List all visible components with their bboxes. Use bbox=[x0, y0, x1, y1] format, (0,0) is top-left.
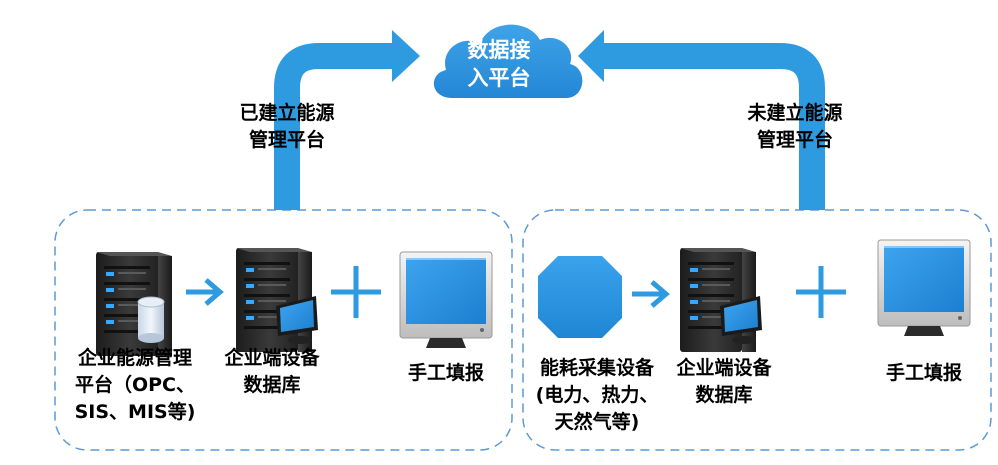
platform-label-line2: 平台（OPC、 bbox=[74, 374, 196, 396]
plus-icon bbox=[331, 266, 381, 318]
left-upload-arrow bbox=[274, 43, 392, 210]
right-db-label-line2: 数据库 bbox=[695, 384, 753, 406]
octagon-device-icon bbox=[538, 256, 622, 338]
collector-label-line1: 能耗采集设备 bbox=[539, 357, 654, 379]
left-arrow-label: 已建立能源 管理平台 bbox=[222, 100, 352, 154]
right-manual-label: 手工填报 bbox=[885, 362, 962, 384]
cloud-label-line2: 入平台 bbox=[467, 66, 531, 90]
database-icon bbox=[137, 296, 165, 343]
collector-label-line2: (电力、热力、 bbox=[535, 384, 659, 406]
left-arrow-head-icon bbox=[392, 30, 420, 82]
monitor-icon bbox=[877, 239, 971, 337]
platform-label-line1: 企业能源管理 bbox=[77, 347, 192, 369]
cloud-label: 数据接 入平台 bbox=[461, 36, 537, 92]
plus-icon bbox=[796, 266, 846, 318]
monitor-icon bbox=[399, 251, 493, 349]
right-db-label-line1: 企业端设备 bbox=[676, 357, 772, 379]
left-manual-label: 手工填报 bbox=[407, 362, 484, 384]
arrow-right-icon bbox=[632, 280, 670, 308]
platform-label-line3: SIS、MIS等) bbox=[74, 401, 196, 423]
platform-label: 企业能源管理 平台（OPC、 SIS、MIS等) bbox=[60, 345, 210, 426]
collector-label: 能耗采集设备 (电力、热力、 天然气等) bbox=[528, 355, 666, 436]
left-arrow-label-line2: 管理平台 bbox=[248, 129, 325, 151]
left-db-label-line1: 企业端设备 bbox=[224, 347, 320, 369]
left-db-label-line2: 数据库 bbox=[243, 374, 301, 396]
right-arrow-label-line2: 管理平台 bbox=[756, 129, 833, 151]
cloud-label-line1: 数据接 bbox=[467, 38, 531, 62]
right-arrow-label-line1: 未建立能源 bbox=[747, 102, 843, 124]
right-upload-arrow bbox=[604, 43, 825, 210]
left-db-label: 企业端设备 数据库 bbox=[212, 345, 332, 399]
right-db-label: 企业端设备 数据库 bbox=[664, 355, 784, 409]
cloud-icon bbox=[433, 24, 583, 99]
collector-label-line3: 天然气等) bbox=[554, 411, 640, 433]
arrow-right-icon bbox=[186, 278, 224, 306]
right-group-box bbox=[522, 209, 992, 451]
right-arrow-head-icon bbox=[578, 30, 604, 82]
left-arrow-label-line1: 已建立能源 bbox=[239, 102, 335, 124]
right-arrow-label: 未建立能源 管理平台 bbox=[730, 100, 860, 154]
